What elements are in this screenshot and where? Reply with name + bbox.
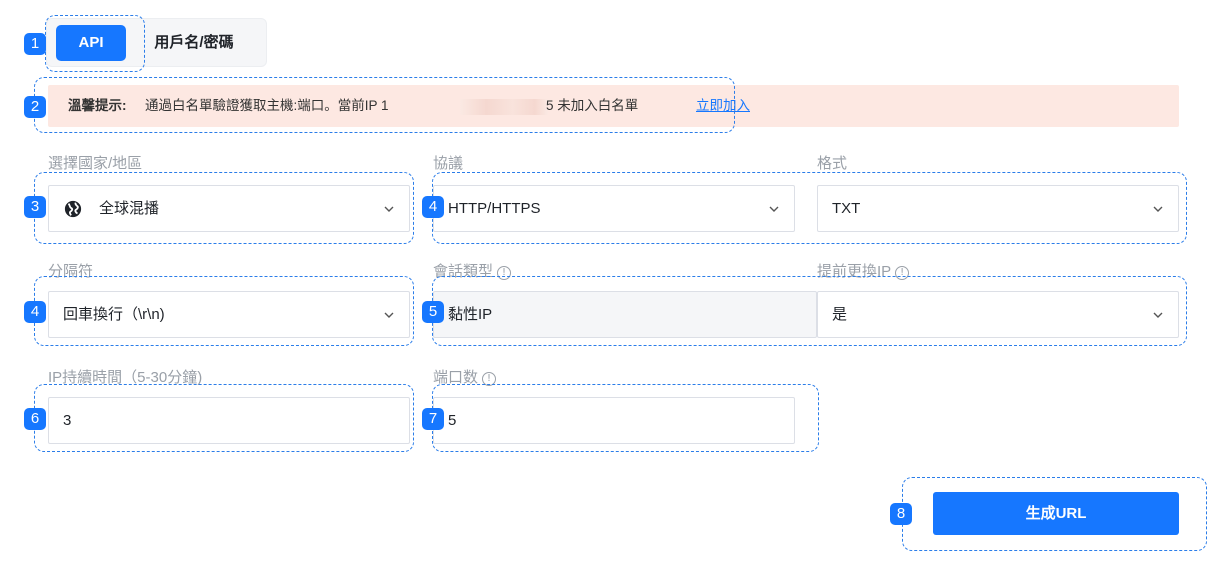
country-value: 全球混播: [99, 200, 160, 217]
session-type-label: 會話類型!: [433, 260, 512, 281]
annotation-frame: [45, 15, 145, 72]
separator-label: 分隔符: [48, 263, 94, 280]
format-label: 格式: [817, 155, 848, 172]
rotate-ip-value: 是: [832, 306, 848, 323]
marker-5: 5: [422, 301, 444, 323]
tab-username-password[interactable]: 用戶名/密碼: [154, 34, 234, 51]
ip-duration-input[interactable]: 3: [48, 397, 410, 444]
notice-label: 溫馨提示:: [68, 98, 127, 113]
protocol-select[interactable]: HTTP/HTTPS: [433, 185, 795, 232]
chevron-down-icon: [1153, 312, 1163, 318]
notice-text: 通過白名單驗證獲取主機:端口。當前IP 1: [145, 98, 389, 113]
country-select[interactable]: 全球混播: [48, 185, 410, 232]
protocol-value: HTTP/HTTPS: [448, 200, 541, 217]
info-icon[interactable]: !: [497, 266, 512, 280]
format-value: TXT: [832, 200, 861, 217]
chevron-down-icon: [384, 206, 394, 212]
ip-redaction-mask: [460, 99, 548, 115]
info-icon[interactable]: !: [482, 372, 497, 386]
marker-7: 7: [422, 408, 444, 430]
port-count-input[interactable]: 5: [433, 397, 795, 444]
rotate-ip-select[interactable]: 是: [817, 291, 1179, 338]
add-whitelist-link[interactable]: 立即加入: [696, 98, 750, 113]
globe-icon: [64, 200, 82, 218]
marker-6: 6: [24, 408, 46, 430]
info-icon[interactable]: !: [895, 266, 910, 280]
annotation-frame: [34, 384, 414, 452]
whitelist-notice: 溫馨提示: 通過白名單驗證獲取主機:端口。當前IP 1 5 未加入白名單 立即加…: [48, 85, 1179, 127]
separator-value: 回車換行（\r\n): [63, 306, 165, 323]
marker-1: 1: [24, 33, 46, 55]
separator-select[interactable]: 回車換行（\r\n): [48, 291, 410, 338]
port-count-label: 端口数!: [433, 366, 497, 387]
marker-8: 8: [890, 503, 912, 525]
country-label: 選擇國家/地區: [48, 155, 143, 172]
marker-3: 3: [24, 196, 46, 218]
marker-4b: 4: [24, 301, 46, 323]
annotation-frame: [902, 477, 1207, 551]
chevron-down-icon: [384, 312, 394, 318]
rotate-ip-label: 提前更換IP!: [817, 260, 910, 281]
annotation-frame: [432, 384, 819, 452]
notice-text-after-ip: 5 未加入白名單: [546, 98, 639, 113]
annotation-frame: [34, 276, 414, 346]
marker-2: 2: [24, 96, 46, 118]
chevron-down-icon: [1153, 206, 1163, 212]
ip-duration-value: 3: [63, 412, 72, 429]
marker-4: 4: [422, 196, 444, 218]
format-select[interactable]: TXT: [817, 185, 1179, 232]
annotation-frame: [432, 172, 1187, 244]
ip-duration-label: IP持續時間（5-30分鐘): [48, 369, 203, 386]
session-type-field: 黏性IP: [433, 291, 817, 338]
annotation-frame: [432, 276, 1187, 346]
chevron-down-icon: [769, 206, 779, 212]
annotation-frame: [34, 77, 735, 133]
session-type-value: 黏性IP: [448, 306, 493, 323]
tab-api[interactable]: API: [56, 25, 126, 61]
annotation-frame: [34, 172, 414, 244]
protocol-label: 協議: [433, 155, 464, 172]
generate-url-button[interactable]: 生成URL: [933, 492, 1179, 535]
port-count-value: 5: [448, 412, 457, 429]
